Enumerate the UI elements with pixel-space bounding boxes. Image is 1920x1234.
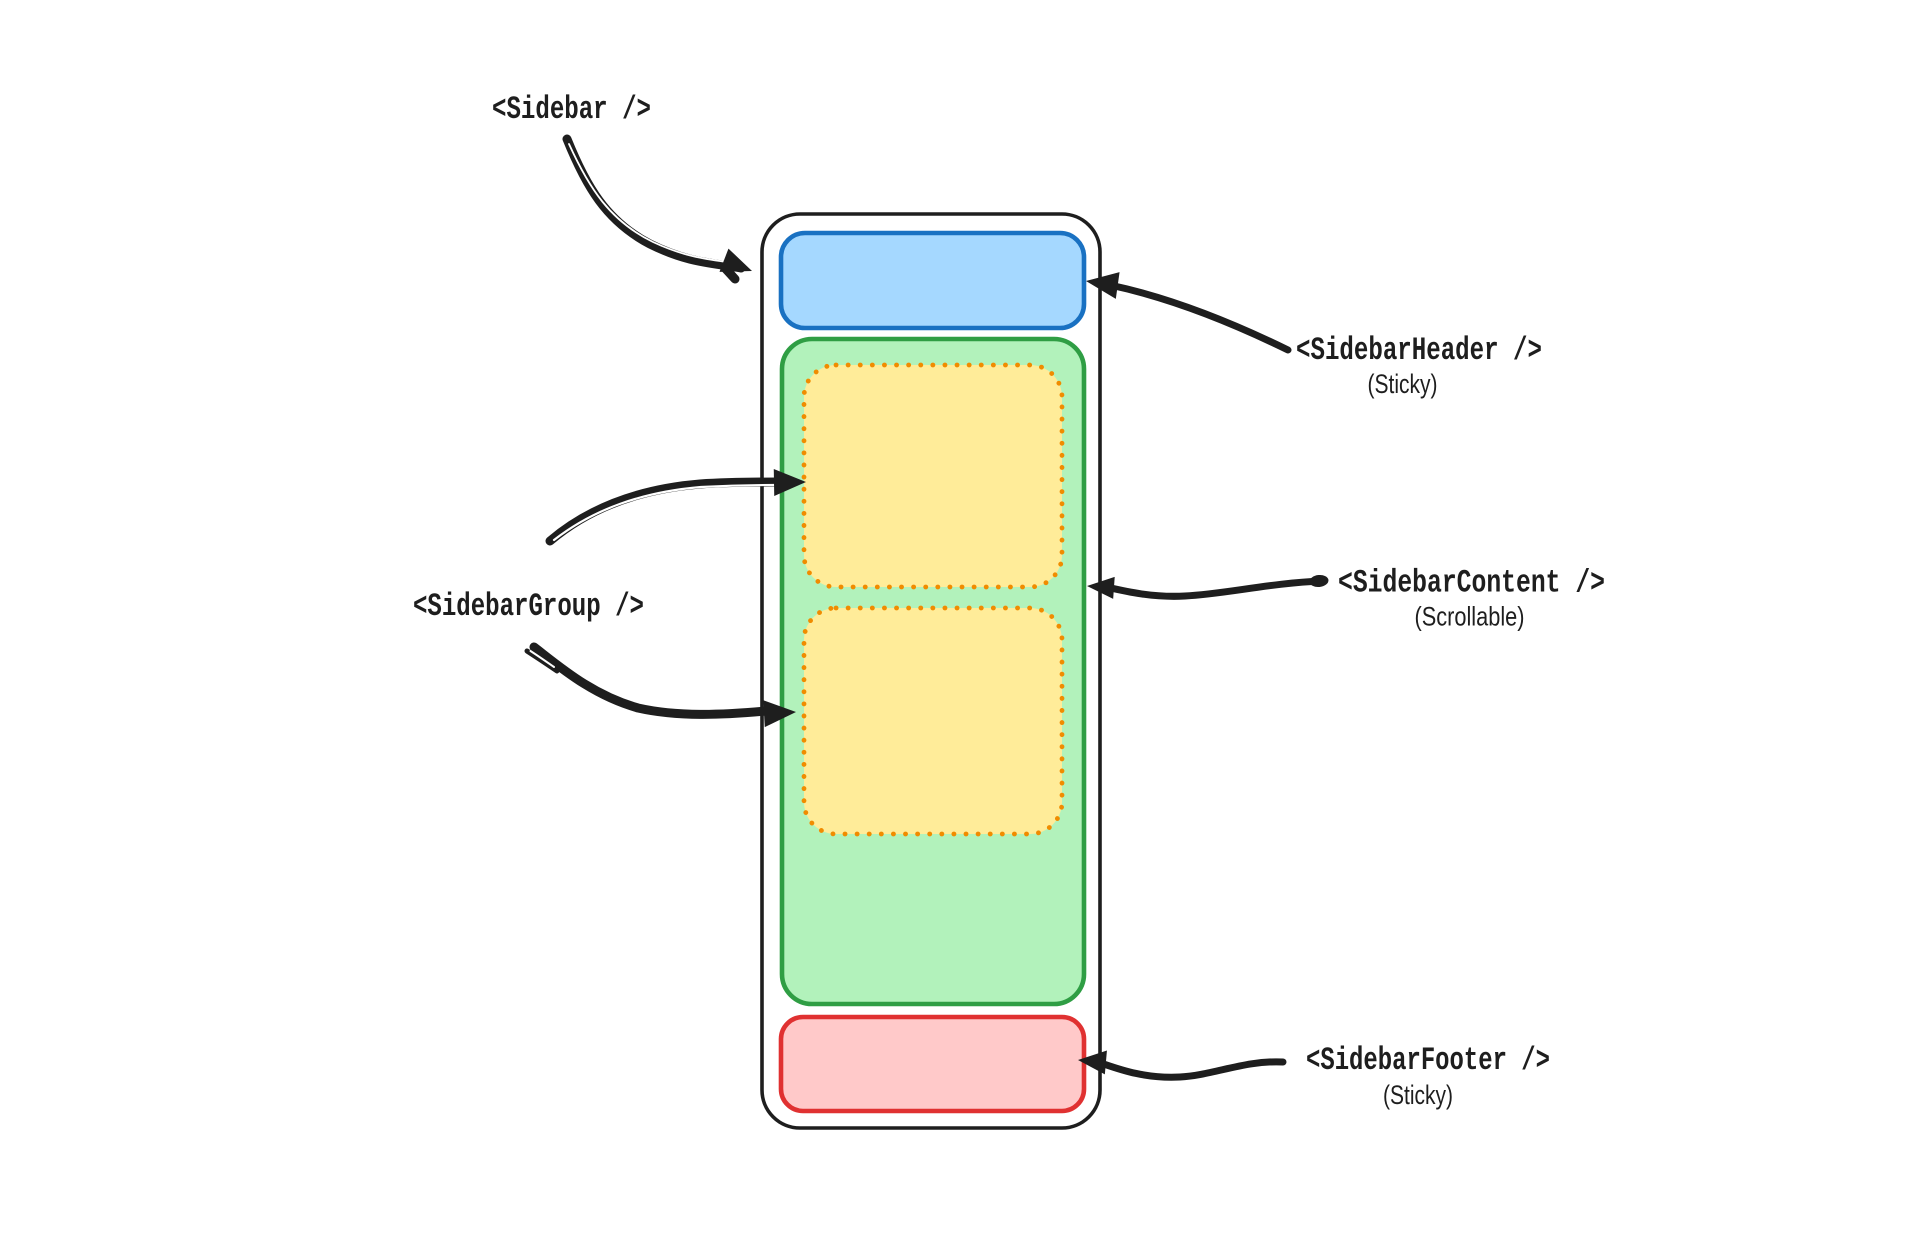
svg-text:(Sticky): (Sticky) (1368, 369, 1438, 399)
svg-text:(Sticky): (Sticky) (1383, 1080, 1453, 1110)
svg-text:<SidebarGroup />: <SidebarGroup /> (413, 587, 644, 625)
svg-text:(Scrollable): (Scrollable) (1415, 602, 1525, 632)
svg-text:<SidebarContent />: <SidebarContent /> (1338, 564, 1605, 602)
svg-text:<SidebarHeader />: <SidebarHeader /> (1296, 331, 1542, 369)
svg-text:<Sidebar />: <Sidebar /> (492, 90, 651, 128)
svg-text:<SidebarFooter />: <SidebarFooter /> (1306, 1041, 1550, 1079)
